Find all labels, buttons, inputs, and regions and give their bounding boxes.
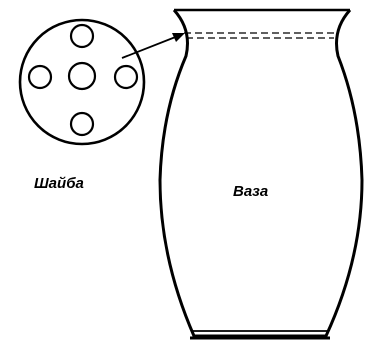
- washer-outline: [20, 20, 144, 144]
- washer-hole-center: [69, 63, 95, 89]
- washer-label: Шайба: [34, 175, 84, 192]
- vase-label: Ваза: [233, 183, 268, 200]
- vase: [160, 10, 362, 338]
- washer-hole-bottom: [71, 113, 93, 135]
- washer-hole-left: [29, 66, 51, 88]
- arrow-shaft: [122, 36, 178, 58]
- washer-hole-top: [71, 25, 93, 47]
- washer: [20, 20, 144, 144]
- washer-hole-right: [115, 66, 137, 88]
- vase-outline: [160, 10, 362, 336]
